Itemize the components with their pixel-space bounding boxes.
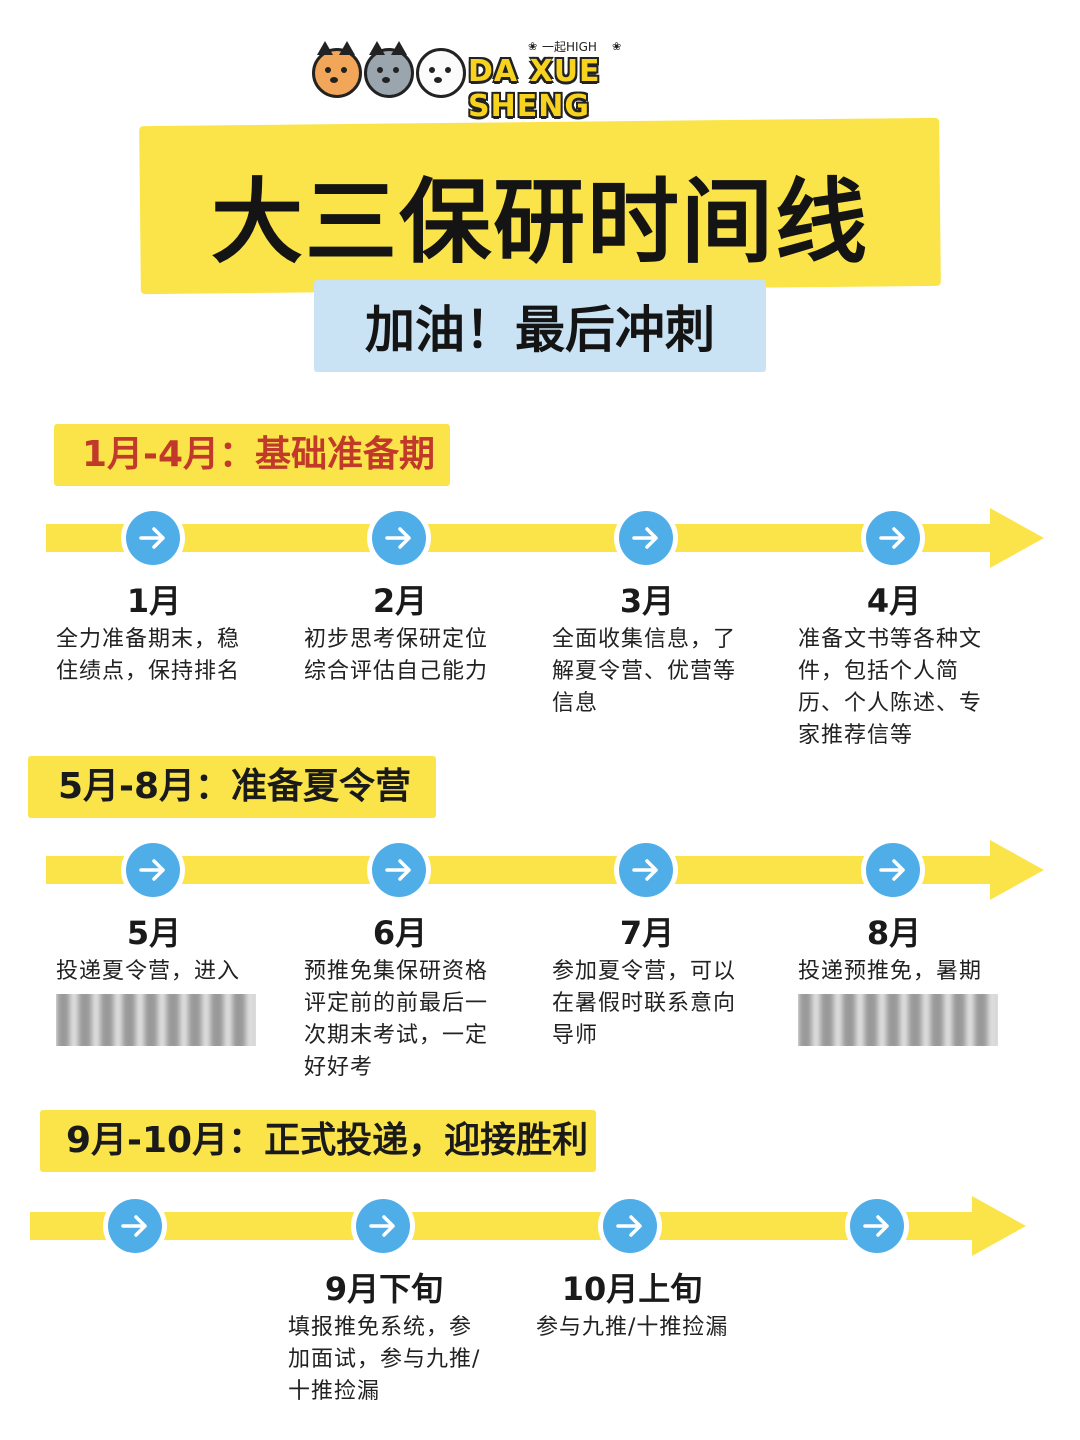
month-description: 初步思考保研定位综合评估自己能力 xyxy=(304,627,489,684)
month-description: 填报推免系统，参加面试，参与九推/十推捡漏 xyxy=(288,1315,481,1404)
corgi-icon xyxy=(312,41,362,98)
brand-name: DA XUE SHENG xyxy=(468,54,601,124)
month-label: 5月 xyxy=(126,914,182,952)
arrow-right-icon xyxy=(126,843,180,897)
month-label: 8月 xyxy=(866,914,922,952)
month-description: 全力准备期末，稳住绩点，保持排名 xyxy=(56,627,241,684)
blurred-text xyxy=(798,994,998,1046)
page-subtitle: 加油！最后冲刺 xyxy=(365,301,715,359)
month-description: 准备文书等各种文件，包括个人简历、个人陈述、专家推荐信等 xyxy=(798,627,983,748)
month-description: 投递预推免，暑期 xyxy=(798,959,983,984)
arrow-right-icon xyxy=(126,511,180,565)
paw-icon: ❀ xyxy=(612,40,622,53)
husky-icon xyxy=(364,41,414,98)
arrow-right-icon xyxy=(372,843,426,897)
month-label: 7月 xyxy=(619,914,675,952)
arrow-right-icon xyxy=(866,843,920,897)
month-label: 2月 xyxy=(372,582,428,620)
month-description: 投递夏令营，进入 xyxy=(56,959,241,984)
arrow-right-icon xyxy=(372,511,426,565)
month-label: 3月 xyxy=(619,582,675,620)
brand-logo: ❀ 一起HIGH ❀ DA XUE SHENG xyxy=(312,40,732,124)
month-description: 参加夏令营，可以在暑假时联系意向导师 xyxy=(552,959,737,1048)
section-label-highlight xyxy=(40,1110,596,1172)
month-label: 10月上旬 xyxy=(561,1270,703,1308)
section-label: 5月-8月：准备夏令营 xyxy=(58,766,412,807)
arrow-right-icon xyxy=(850,1199,904,1253)
month-description: 全面收集信息，了解夏令营、优营等信息 xyxy=(552,627,737,716)
month-label: 1月 xyxy=(126,582,182,620)
paw-icon: ❀ xyxy=(528,40,538,53)
blurred-text xyxy=(56,994,256,1046)
timeline-arrowhead xyxy=(972,1196,1026,1256)
section-label-highlight xyxy=(54,424,450,486)
timeline-arrowhead xyxy=(990,840,1044,900)
timeline-track xyxy=(46,856,996,884)
section-label-highlight xyxy=(28,756,436,818)
arrow-right-icon xyxy=(356,1199,410,1253)
arrow-right-icon xyxy=(603,1199,657,1253)
section-label: 9月-10月：正式投递，迎接胜利 xyxy=(66,1120,589,1161)
month-description: 预推免集保研资格评定前的前最后一次期末考试，一定好好考 xyxy=(304,959,489,1080)
arrow-right-icon xyxy=(108,1199,162,1253)
month-label: 4月 xyxy=(866,582,922,620)
month-label: 9月下旬 xyxy=(324,1270,444,1308)
arrow-right-icon xyxy=(619,511,673,565)
section-label: 1月-4月：基础准备期 xyxy=(82,434,436,475)
timeline-arrowhead xyxy=(990,508,1044,568)
timeline-track xyxy=(46,524,996,552)
arrow-right-icon xyxy=(619,843,673,897)
subtitle-highlight xyxy=(314,280,766,372)
month-label: 6月 xyxy=(372,914,428,952)
brand-tagline: 一起HIGH xyxy=(542,40,597,54)
page-title: 大三保研时间线 xyxy=(210,169,869,276)
poodle-icon xyxy=(416,48,466,98)
arrow-right-icon xyxy=(866,511,920,565)
month-description: 参与九推/十推捡漏 xyxy=(536,1315,729,1340)
timeline-track xyxy=(30,1212,980,1240)
